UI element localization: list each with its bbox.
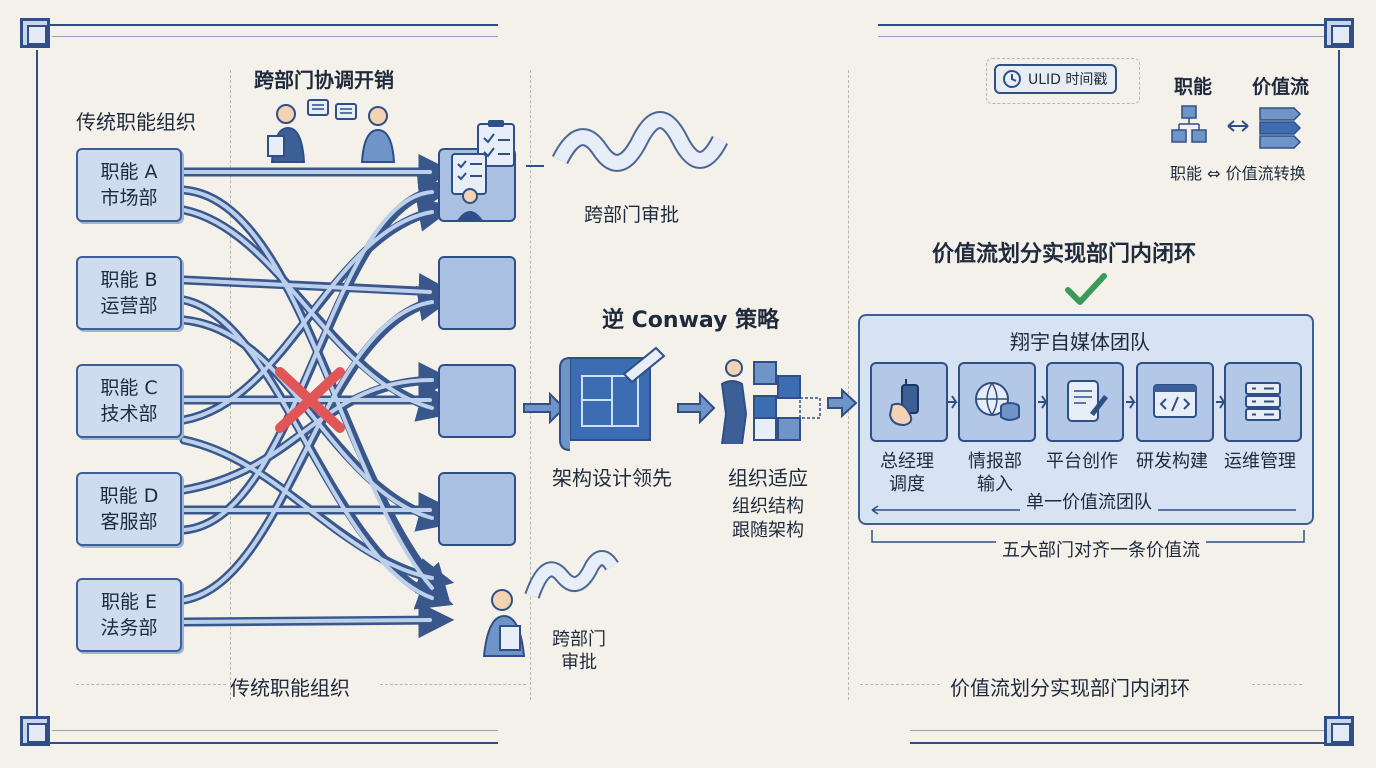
team-name: 翔宇自媒体团队 xyxy=(1010,330,1150,354)
valuestream-caption: 价值流划分实现部门内闭环 xyxy=(950,676,1190,700)
guide-line xyxy=(848,70,849,700)
team-member-box xyxy=(1224,362,1302,442)
member-label: 平台创作 xyxy=(1046,451,1118,472)
valuestream-heading: 价值流划分实现部门内闭环 xyxy=(932,242,1197,267)
function-box-d: 职能 D 客服部 xyxy=(76,472,182,546)
guide-line xyxy=(530,70,531,700)
frame-inner-top-right xyxy=(878,36,1324,37)
target-box xyxy=(438,256,516,330)
function-dept: 法务部 xyxy=(100,617,158,639)
frame-bottom-right xyxy=(910,742,1340,744)
blueprint-icon xyxy=(559,346,666,451)
guide-line xyxy=(860,684,940,685)
team-member-box xyxy=(1136,362,1214,442)
guide-line xyxy=(230,70,231,700)
frame-top-left xyxy=(36,24,498,26)
team-member-box xyxy=(870,362,948,442)
stream-arrows-icon xyxy=(1259,107,1302,149)
function-dept: 市场部 xyxy=(100,187,158,209)
function-name: 职能 C xyxy=(100,377,158,399)
legend-caption: 职能 ⇔ 价值流转换 xyxy=(1170,164,1306,183)
paper-scroll-icon xyxy=(526,111,729,172)
server-rack-icon xyxy=(1245,382,1281,421)
frame-right xyxy=(1338,50,1340,730)
frame-bottom-left xyxy=(36,742,498,744)
member-connectors xyxy=(948,395,1226,409)
member-label: 运维管理 xyxy=(1224,451,1296,472)
arrow-right-icon xyxy=(677,391,716,425)
corner-ornament-bl xyxy=(20,716,50,746)
person-puzzle-icon xyxy=(720,359,821,445)
frame-top-right xyxy=(878,24,1340,26)
two-people-talking-icon xyxy=(267,99,396,163)
alignment-caption: 五大部门对齐一条价值流 xyxy=(996,536,1206,562)
function-box-c: 职能 C 技术部 xyxy=(76,364,182,438)
clock-icon xyxy=(1003,70,1021,88)
follows-architecture-label: 跟随架构 xyxy=(732,520,804,541)
team-member-box xyxy=(1046,362,1124,442)
function-box-a: 职能 A 市场部 xyxy=(76,148,182,222)
globe-database-icon xyxy=(975,382,1020,421)
badge-outline xyxy=(986,58,1140,104)
legend-transform-icon xyxy=(1171,105,1302,149)
strategy-title: 逆 Conway 策略 xyxy=(602,308,780,333)
function-dept: 运营部 xyxy=(100,295,158,317)
traditional-org-heading: 传统职能组织 xyxy=(76,110,196,134)
checkmark-icon xyxy=(1065,273,1107,305)
guide-line xyxy=(380,684,526,685)
target-box xyxy=(438,364,516,438)
org-chart-icon xyxy=(1171,105,1207,143)
frame-left xyxy=(36,50,38,730)
red-cross-icon xyxy=(275,367,345,433)
coordination-overhead-label: 跨部门协调开销 xyxy=(254,68,394,92)
person-with-scroll-icon xyxy=(482,550,619,657)
ulid-timestamp-badge: ULID 时间戳 xyxy=(994,64,1118,94)
arrow-right-icon xyxy=(827,387,858,419)
org-adapt-label: 组织适应 xyxy=(728,466,808,490)
function-box-e: 职能 E 法务部 xyxy=(76,578,182,652)
legend-function-label: 职能 xyxy=(1174,76,1213,98)
frame-inner-bottom-left xyxy=(52,730,498,731)
manager-clipboard-icon xyxy=(451,120,515,222)
function-box-b: 职能 B 运营部 xyxy=(76,256,182,330)
corner-ornament-tl xyxy=(20,18,50,48)
function-name: 职能 B xyxy=(100,269,158,291)
member-label: 研发构建 xyxy=(1136,451,1208,472)
function-name: 职能 E xyxy=(100,591,158,613)
team-member-box xyxy=(958,362,1036,442)
org-structure-label: 组织结构 xyxy=(732,496,804,517)
frame-inner-bottom-right xyxy=(910,730,1324,731)
architecture-first-label: 架构设计领先 xyxy=(552,466,672,490)
tablet-pen-icon xyxy=(1067,380,1108,422)
single-stream-label: 单一价值流团队 xyxy=(1020,488,1158,514)
guide-line xyxy=(76,684,226,685)
traditional-org-caption: 传统职能组织 xyxy=(230,676,350,700)
cross-approval-bottom-label: 跨部门 审批 xyxy=(552,629,606,673)
bidirectional-arrow-icon xyxy=(1227,120,1249,132)
function-dept: 技术部 xyxy=(100,403,158,425)
badge-text: ULID 时间戳 xyxy=(1028,72,1108,88)
member-label: 情报部 输入 xyxy=(968,451,1022,495)
cross-approval-top-label: 跨部门审批 xyxy=(584,204,680,226)
corner-ornament-tr xyxy=(1324,18,1354,48)
code-window-icon xyxy=(1153,384,1197,418)
guide-line xyxy=(1252,684,1302,685)
function-dept: 客服部 xyxy=(100,511,158,533)
approval-target-box xyxy=(438,120,516,222)
frame-inner-top-left xyxy=(52,36,498,37)
target-box xyxy=(438,472,516,546)
legend-valuestream-label: 价值流 xyxy=(1252,76,1310,98)
walkie-talkie-icon xyxy=(888,379,919,427)
function-name: 职能 A xyxy=(100,161,158,183)
corner-ornament-br xyxy=(1324,716,1354,746)
function-name: 职能 D xyxy=(99,485,159,507)
middle-flow xyxy=(523,346,821,451)
member-label: 总经理 调度 xyxy=(880,451,934,495)
arrow-right-icon xyxy=(523,391,566,425)
